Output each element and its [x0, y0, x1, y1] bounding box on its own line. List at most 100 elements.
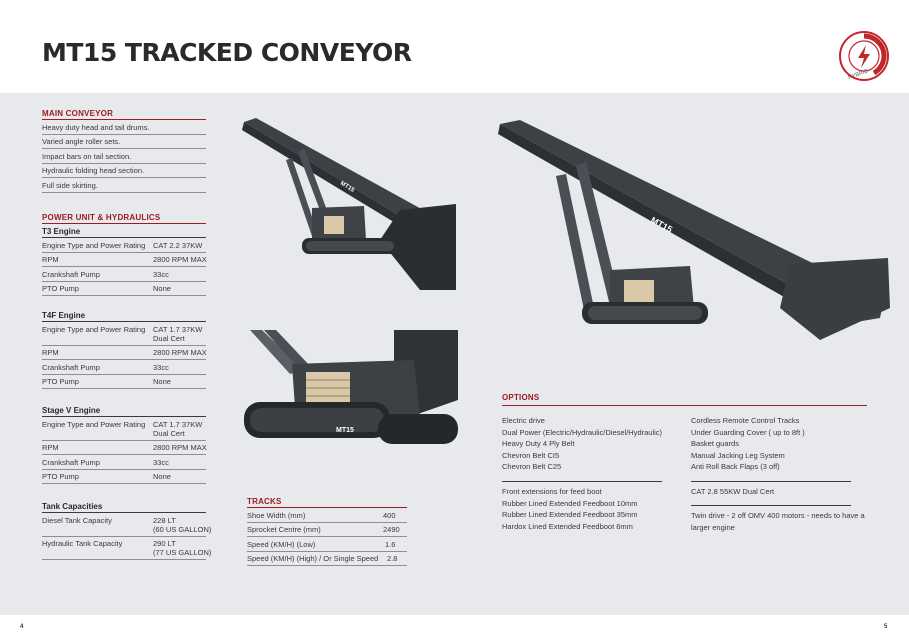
- tank-capacities-heading: Tank Capacities: [42, 502, 103, 511]
- row-key: PTO Pump: [42, 284, 79, 293]
- row-key: RPM: [42, 255, 59, 264]
- conveyor-photo-small: MT15: [242, 118, 456, 290]
- tracks-closeup-photo: MT15: [244, 330, 458, 444]
- options-list-left-b: Front extensions for feed boot Rubber Li…: [502, 486, 682, 532]
- option-item: Rubber Lined Extended Feedboot 35mm: [502, 510, 638, 520]
- t3-engine-table: Engine Type and Power Rating CAT 2.2 37KW…: [42, 238, 207, 296]
- power-unit-heading: POWER UNIT & HYDRAULICS: [42, 213, 161, 222]
- options-list-right-b: CAT 2.8 55KW Dual Cert: [691, 486, 867, 498]
- row-key: Engine Type and Power Rating: [42, 240, 146, 250]
- main-conveyor-list: Heavy duty head and tail drums. Varied a…: [42, 120, 206, 193]
- main-conveyor-heading: MAIN CONVEYOR: [42, 109, 114, 118]
- option-item: Heavy Duty 4 Ply Belt: [502, 439, 575, 449]
- machine-label: MT15: [336, 427, 354, 434]
- option-item: Hardox Lined Extended Feedboot 6mm: [502, 521, 633, 531]
- row-value: 33cc: [153, 457, 169, 467]
- list-item: Varied angle roller sets.: [42, 135, 206, 149]
- row-value: 2800 RPM MAX: [153, 443, 207, 452]
- divider: [691, 505, 851, 506]
- tracks-heading: TRACKS: [247, 497, 282, 506]
- row-key: PTO Pump: [42, 377, 79, 386]
- t3-engine-heading: T3 Engine: [42, 227, 81, 236]
- row-key: Sprocket Centre (mm): [247, 525, 321, 534]
- row-key: RPM: [42, 348, 59, 357]
- table-row: RPM 2800 RPM MAX: [42, 441, 207, 455]
- row-value: 33cc: [153, 362, 169, 372]
- divider: [42, 223, 206, 224]
- table-row: Sprocket Centre (mm) 2490: [247, 523, 407, 537]
- page-number-right: 5: [884, 624, 888, 630]
- row-value: CAT 2.2 37KW: [153, 240, 203, 250]
- options-list-right-c: Twin drive - 2 off OMV 400 motors - need…: [691, 510, 867, 533]
- lightning-bolt-icon: [858, 45, 870, 68]
- row-key: Diesel Tank Capacity: [42, 515, 112, 525]
- row-key: Crankshaft Pump: [42, 269, 100, 279]
- item-text: Varied angle roller sets.: [42, 137, 121, 146]
- row-value: 290 LT(77 US GALLON): [153, 539, 211, 557]
- row-key: Hydraulic Tank Capacity: [42, 539, 123, 548]
- value-line: 228 LT: [153, 515, 176, 525]
- value-line: (77 US GALLON): [153, 548, 212, 557]
- list-item: Hydraulic folding head section.: [42, 164, 206, 178]
- options-list-left: Electric drive Dual Power (Electric/Hydr…: [502, 415, 682, 473]
- stage-v-engine-table: Engine Type and Power Rating CAT 1.7 37KW…: [42, 417, 207, 484]
- option-item: Chevron Belt C25: [502, 462, 562, 472]
- page-title: MT15 TRACKED CONVEYOR: [42, 38, 412, 67]
- row-key: Shoe Width (mm): [247, 510, 306, 520]
- item-text: Heavy duty head and tail drums.: [42, 122, 150, 132]
- divider: [691, 481, 851, 482]
- row-value: 400: [383, 510, 396, 520]
- value-line: Dual Cert: [153, 333, 185, 343]
- divider: [42, 119, 206, 120]
- option-item: larger engine: [691, 522, 735, 532]
- table-row: Hydraulic Tank Capacity 290 LT(77 US GALL…: [42, 537, 211, 560]
- table-row: Diesel Tank Capacity 228 LT(60 US GALLON): [42, 513, 211, 537]
- hybrid-badge: HYBRID: [839, 31, 889, 81]
- table-row: Shoe Width (mm) 400: [247, 508, 407, 523]
- row-key: PTO Pump: [42, 472, 79, 481]
- divider: [42, 416, 206, 417]
- divider: [42, 321, 206, 322]
- row-key: Speed (KM/H) (Low): [247, 539, 316, 549]
- table-row: Engine Type and Power Rating CAT 2.2 37KW: [42, 238, 206, 253]
- option-item: Twin drive - 2 off OMV 400 motors - need…: [691, 511, 865, 520]
- list-item: Heavy duty head and tail drums.: [42, 120, 206, 135]
- row-value: 228 LT(60 US GALLON): [153, 516, 211, 534]
- row-value: 2800 RPM MAX: [153, 348, 207, 357]
- option-item: Under Guarding Cover ( up to 8ft ): [691, 427, 805, 437]
- divider: [502, 481, 662, 482]
- options-list-right: Cordless Remote Control Tracks Under Gua…: [691, 415, 867, 473]
- item-text: Impact bars on tail section.: [42, 151, 132, 161]
- option-item: Manual Jacking Leg System: [691, 450, 785, 460]
- value-line: CAT 1.7 37KW: [153, 419, 203, 429]
- option-item: Anti Roll Back Flaps (3 off): [691, 462, 780, 472]
- row-key: RPM: [42, 443, 59, 452]
- row-key: Crankshaft Pump: [42, 457, 100, 467]
- row-value: 2490: [383, 525, 400, 534]
- divider: [42, 512, 206, 513]
- row-key: Engine Type and Power Rating: [42, 419, 146, 429]
- item-text: Hydraulic folding head section.: [42, 166, 145, 175]
- divider: [247, 507, 407, 508]
- value-line: 290 LT: [153, 539, 176, 548]
- value-line: CAT 1.7 37KW: [153, 324, 203, 334]
- list-item: Full side skirting.: [42, 178, 206, 193]
- value-line: (60 US GALLON): [153, 524, 212, 534]
- t4f-engine-heading: T4F Engine: [42, 311, 86, 320]
- divider: [502, 405, 867, 406]
- options-heading: OPTIONS: [502, 393, 540, 402]
- list-item: Impact bars on tail section.: [42, 149, 206, 164]
- option-item: Front extensions for feed boot: [502, 487, 602, 496]
- row-value: 2.8: [387, 554, 398, 563]
- row-value: 1.6: [385, 539, 396, 549]
